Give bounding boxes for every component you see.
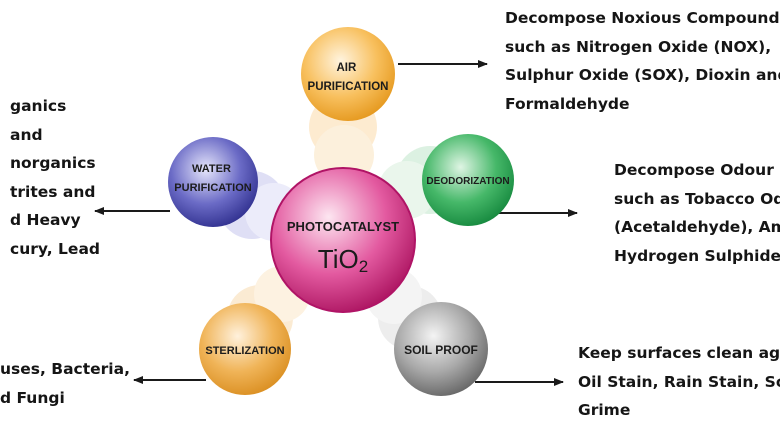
center-label: PHOTOCATALYST <box>287 219 399 234</box>
gray-sphere-icon <box>394 302 488 396</box>
description-line: (Acetaldehyde), Am <box>614 218 780 236</box>
node-label-line: DEODORIZATION <box>426 176 509 187</box>
description-line: Keep surfaces clean aga <box>578 344 780 362</box>
description-line: Formaldehyde <box>505 94 630 113</box>
description-line: d Heavy <box>10 211 81 229</box>
svg-text:WATER PURIFICATION: WATER PURIFICATION <box>174 163 251 194</box>
node-label-line: WATER <box>192 163 231 175</box>
node-label-line: SOIL PROOF <box>404 343 478 357</box>
description-line: d Fungi <box>0 388 65 407</box>
node-water: WATER PURIFICATION <box>168 137 258 227</box>
node-label-line: PURIFICATION <box>174 182 251 194</box>
blue-sphere-icon <box>168 137 258 227</box>
svg-text:AIR PURIFICATION: AIR PURIFICATION <box>308 62 389 93</box>
soil-description: Keep surfaces clean aga Oil Stain, Rain … <box>578 339 780 425</box>
node-deodor: DEODORIZATION <box>422 134 514 226</box>
arrows <box>94 60 578 386</box>
center-node: PHOTOCATALYST TiO2 <box>270 167 416 313</box>
description-line: Grime <box>578 401 631 419</box>
air-description: Decompose Noxious Compound such as Nitro… <box>505 4 780 118</box>
orange-sphere-icon <box>199 303 291 395</box>
description-line: cury, Lead <box>10 239 100 258</box>
node-label-line: STERLIZATION <box>205 345 284 357</box>
pink-sphere-icon <box>270 167 416 313</box>
node-label-line: AIR <box>336 62 357 74</box>
description-line: Decompose Odour <box>614 161 774 179</box>
node-soil: SOIL PROOF <box>394 302 488 396</box>
node-air: AIR PURIFICATION <box>301 27 395 121</box>
description-line: Sulphur Oxide (SOX), Dioxin and <box>505 66 780 84</box>
description-line: trites and <box>10 182 96 201</box>
description-line: Decompose Noxious Compound <box>505 9 780 27</box>
node-steril: STERLIZATION <box>199 303 291 395</box>
description-line: Oil Stain, Rain Stain, Soo <box>578 372 780 391</box>
deodor-description: Decompose Odour such as Tobacco Od (Acet… <box>614 156 780 270</box>
description-line: such as Tobacco Od <box>614 189 780 208</box>
description-line: Hydrogen Sulphide <box>614 246 780 265</box>
green-sphere-icon <box>422 134 514 226</box>
description-line: such as Nitrogen Oxide (NOX), <box>505 37 772 56</box>
center-formula: TiO2 <box>318 244 368 276</box>
description-line: norganics <box>10 154 96 172</box>
description-line: ganics <box>10 97 67 115</box>
description-line: and <box>10 125 43 144</box>
node-label-line: PURIFICATION <box>308 81 389 93</box>
yellow-sphere-icon <box>301 27 395 121</box>
description-line: uses, Bacteria, <box>0 360 130 378</box>
water-description: ganics and norganics trites and d Heavy … <box>0 92 100 263</box>
steril-description: uses, Bacteria, d Fungi <box>0 355 130 412</box>
